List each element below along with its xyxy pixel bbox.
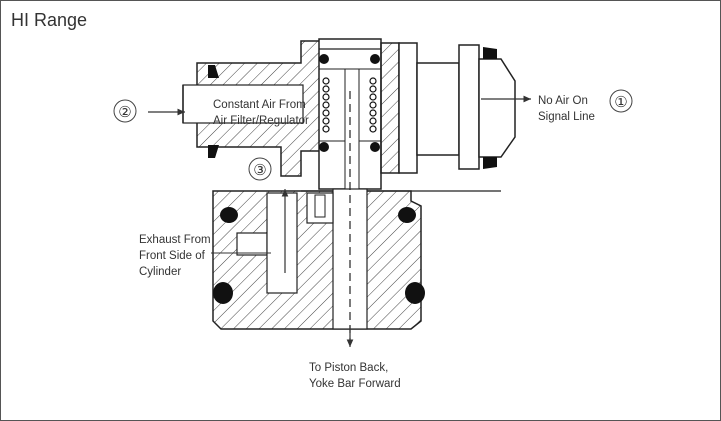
o-ring-bottom-right xyxy=(483,157,497,169)
spring-coil xyxy=(322,77,377,133)
o-ring-top-right xyxy=(483,47,497,59)
spring-seat xyxy=(319,54,380,152)
callout-3-number: ③ xyxy=(253,162,266,179)
callout-3-line-2: Front Side of xyxy=(139,250,206,262)
callout-2-line-1: Constant Air From xyxy=(213,99,306,111)
valve-body xyxy=(212,188,422,330)
bottom-label-line-1: To Piston Back, xyxy=(309,362,388,374)
body-o-rings xyxy=(213,207,425,304)
inlet-port xyxy=(182,40,322,177)
callout-2-circle xyxy=(113,99,137,123)
o-ring-top-left xyxy=(208,65,219,78)
callout-1-line-1: No Air On xyxy=(538,95,588,107)
callout-1-line-2: Signal Line xyxy=(538,111,595,123)
callout-1-number: ① xyxy=(614,94,627,111)
callout-3-line-1: Exhaust From xyxy=(139,234,211,246)
callout-3-line-3: Cylinder xyxy=(139,266,181,278)
o-ring-bottom-left xyxy=(208,145,219,158)
callout-2-number: ② xyxy=(118,104,131,121)
callout-2-line-2: Air Filter/Regulator xyxy=(213,115,309,127)
signal-port xyxy=(380,42,516,174)
callout-1-circle xyxy=(609,89,633,113)
bottom-label-line-2: Yoke Bar Forward xyxy=(309,378,401,390)
callout-3-circle xyxy=(248,157,272,181)
diagram-title: HI Range xyxy=(11,10,87,30)
